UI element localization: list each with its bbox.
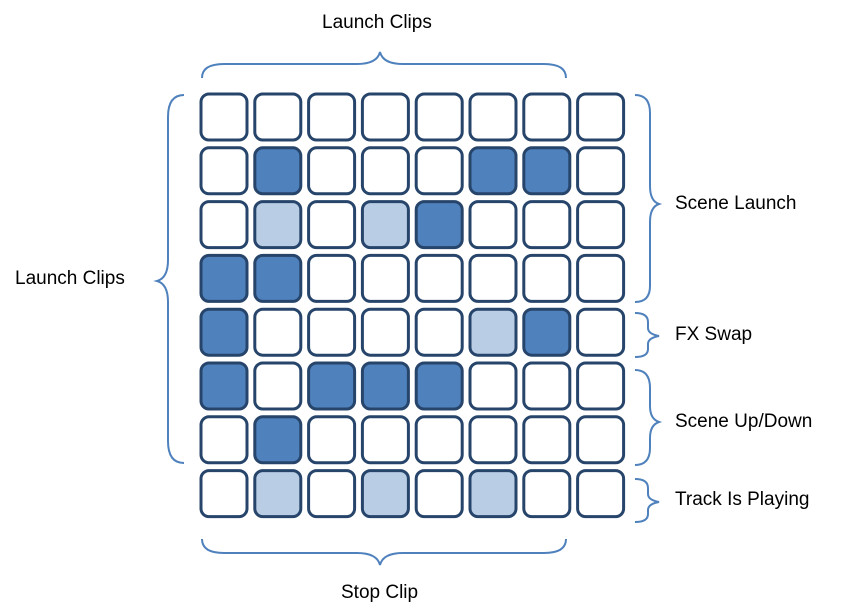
pad-off [468, 415, 518, 465]
pad-off [307, 146, 357, 196]
pad-lit [199, 307, 249, 357]
pad-lit [414, 200, 464, 250]
left-label: Launch Clips [15, 268, 125, 289]
pad-off [576, 146, 626, 196]
pad-lit [253, 415, 303, 465]
pad-off [576, 200, 626, 250]
scene-up-down-label: Scene Up/Down [675, 411, 813, 432]
pad-off [253, 307, 303, 357]
pad-grid [199, 92, 626, 519]
pad-off [253, 92, 303, 142]
pad-off [522, 253, 572, 303]
pad-off [522, 415, 572, 465]
pad-off [414, 146, 464, 196]
pad-off [253, 361, 303, 411]
pad-off [199, 469, 249, 519]
pad-lit [307, 361, 357, 411]
pad-lit [522, 146, 572, 196]
pad-off [414, 307, 464, 357]
pad-off [307, 253, 357, 303]
pad-off [414, 253, 464, 303]
pad-off [199, 146, 249, 196]
pad-off [576, 253, 626, 303]
pad-off [360, 415, 410, 465]
pad-lit [414, 361, 464, 411]
pad-off [468, 92, 518, 142]
pad-off [307, 415, 357, 465]
pad-lit [199, 361, 249, 411]
top-label: Launch Clips [322, 12, 432, 33]
pad-off [307, 469, 357, 519]
pad-off [360, 92, 410, 142]
pad-dim [253, 469, 303, 519]
pad-off [414, 469, 464, 519]
pad-off [468, 200, 518, 250]
pad-off [468, 253, 518, 303]
pad-dim [468, 307, 518, 357]
pad-dim [360, 200, 410, 250]
pad-dim [253, 200, 303, 250]
pad-off [414, 92, 464, 142]
pad-off [360, 307, 410, 357]
pad-lit [199, 253, 249, 303]
pad-off [307, 307, 357, 357]
pad-lit [468, 146, 518, 196]
pad-off [522, 469, 572, 519]
top-brace [201, 51, 567, 79]
pad-off [576, 469, 626, 519]
pad-off [360, 253, 410, 303]
pad-off [522, 92, 572, 142]
left-brace [153, 94, 185, 464]
pad-off [307, 92, 357, 142]
pad-lit [522, 307, 572, 357]
scene-launch-label: Scene Launch [675, 193, 797, 214]
pad-dim [468, 469, 518, 519]
fx-swap-brace [634, 312, 660, 358]
pad-off [522, 361, 572, 411]
pad-off [360, 146, 410, 196]
pad-off [576, 361, 626, 411]
pad-off [414, 415, 464, 465]
pad-off [199, 200, 249, 250]
track-playing-brace [634, 478, 660, 523]
pad-lit [360, 361, 410, 411]
scene-launch-brace [634, 94, 663, 303]
bottom-brace [201, 538, 567, 566]
pad-off [199, 92, 249, 142]
track-is-playing-label: Track Is Playing [675, 489, 810, 510]
pad-off [199, 415, 249, 465]
fx-swap-label: FX Swap [675, 324, 753, 345]
pad-off [576, 92, 626, 142]
pad-off [576, 415, 626, 465]
pad-off [307, 200, 357, 250]
pad-lit [253, 146, 303, 196]
pad-off [576, 307, 626, 357]
bottom-label: Stop Clip [341, 582, 419, 603]
scene-updown-brace [634, 369, 663, 466]
pad-lit [253, 253, 303, 303]
pad-dim [360, 469, 410, 519]
pad-off [468, 361, 518, 411]
pad-off [522, 200, 572, 250]
